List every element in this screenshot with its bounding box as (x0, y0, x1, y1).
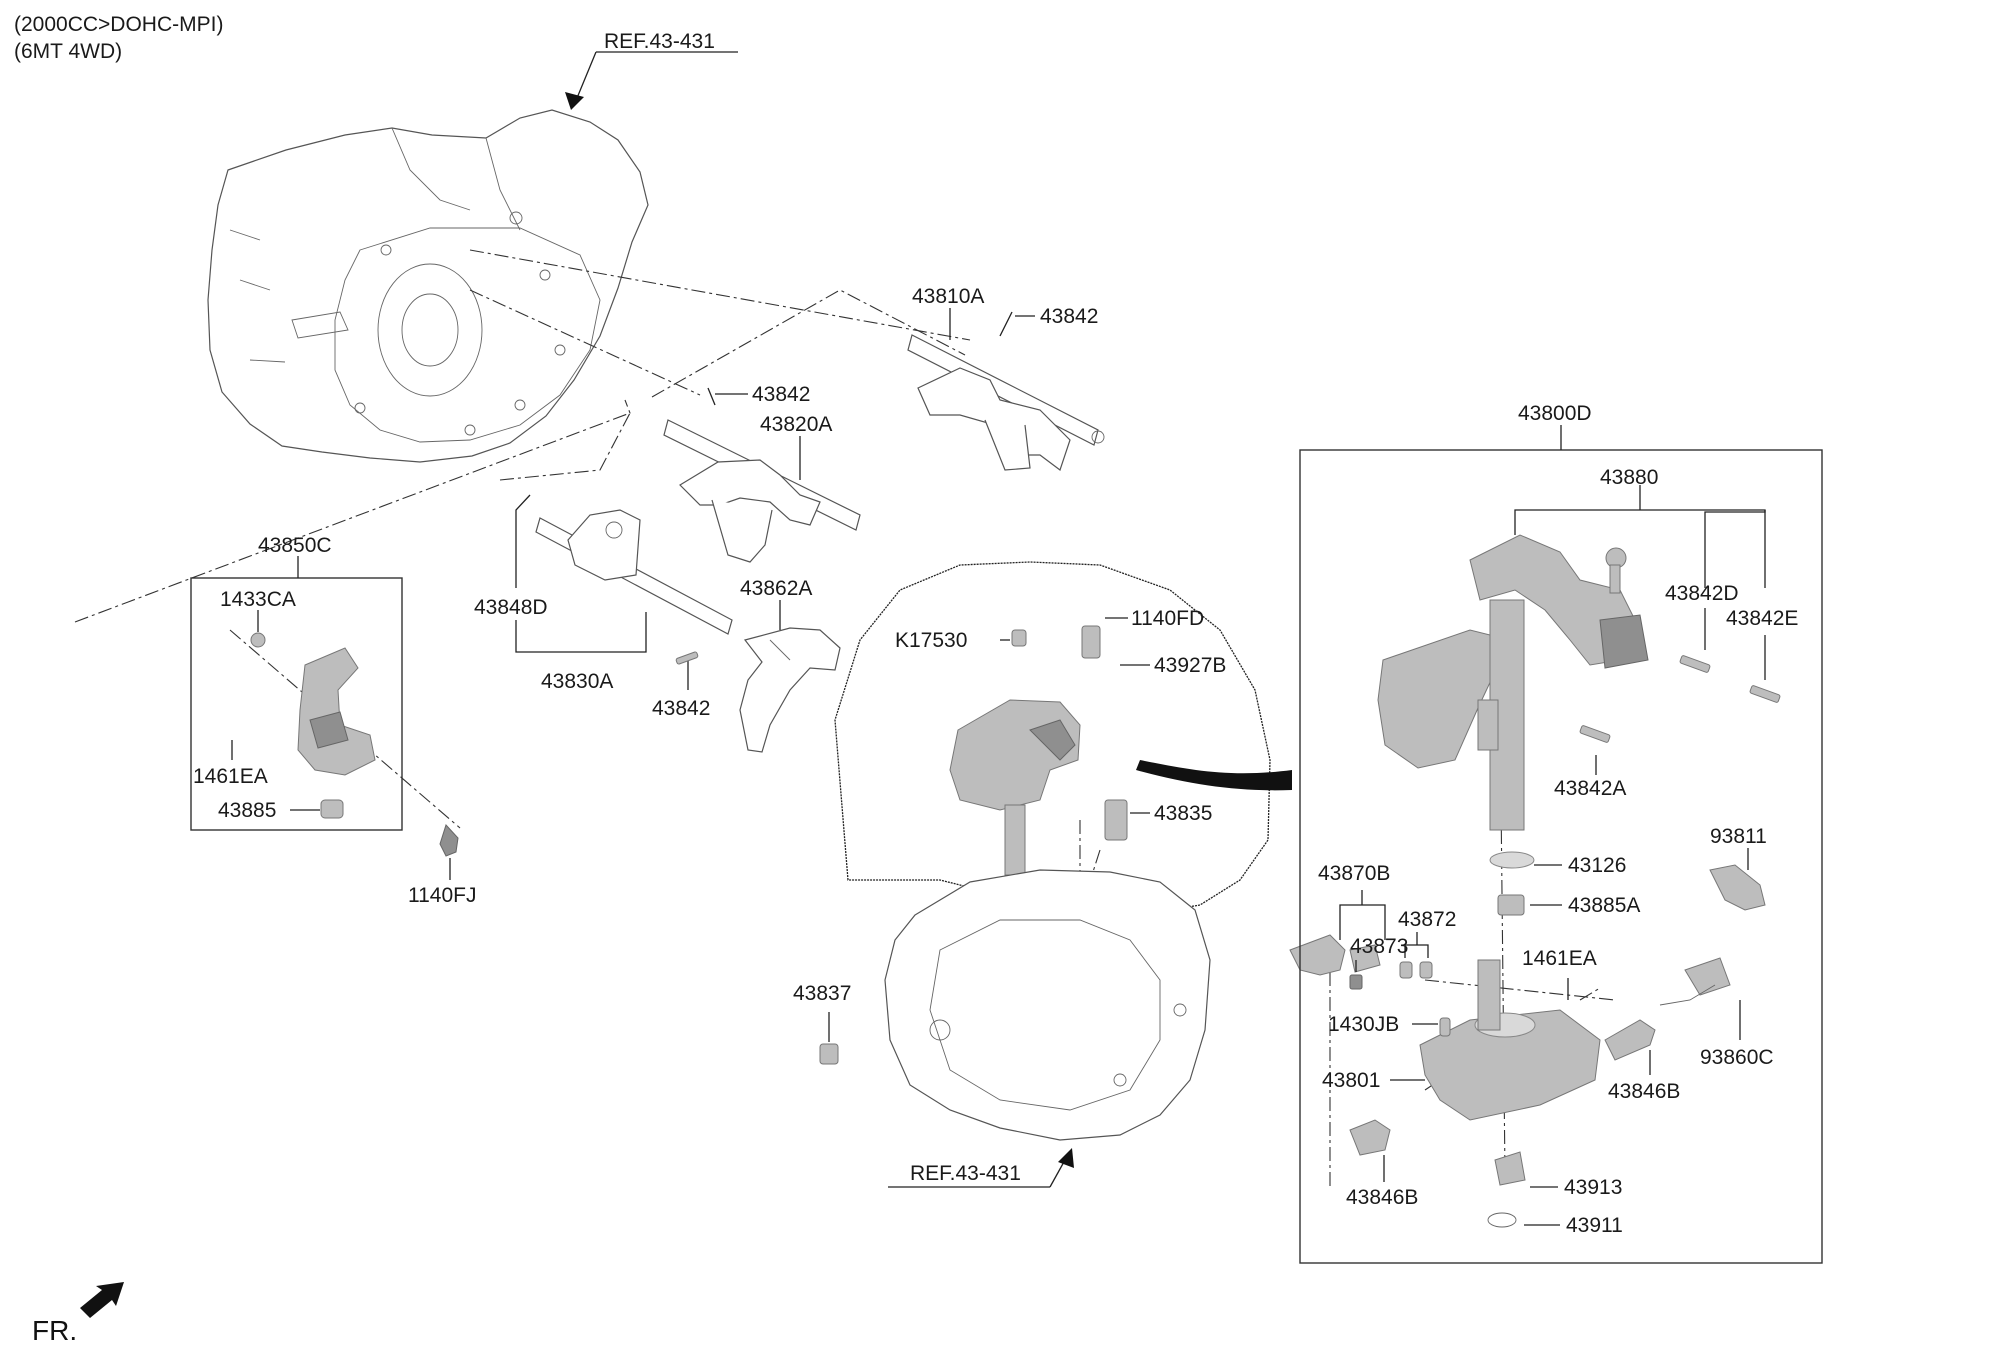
callout-43870B[interactable]: 43870B (1318, 862, 1390, 940)
group-box-43850C (190, 577, 403, 831)
shift-rail-43810A (907, 334, 1105, 471)
callout-1461EA-left[interactable]: 1461EA (193, 740, 268, 788)
callout-K17530[interactable]: K17530 (895, 629, 1027, 652)
callout-43801[interactable]: 43801 (1322, 1069, 1425, 1092)
label-43800D: 43800D (1518, 402, 1592, 425)
label-43842-top: 43842 (1040, 305, 1098, 328)
shift-fork-43862A (739, 627, 841, 753)
callout-43913[interactable]: 43913 (1530, 1176, 1622, 1199)
front-direction-indicator: FR. (32, 1282, 124, 1346)
ref-bottom-label: REF.43-431 (910, 1162, 1021, 1185)
callout-43842A[interactable]: 43842A (1554, 725, 1626, 800)
label-43810A: 43810A (912, 285, 984, 308)
callout-1461EA-right[interactable]: 1461EA (1522, 947, 1597, 1000)
callout-43842E[interactable]: 43842E (1726, 607, 1798, 703)
transmission-spec: (6MT 4WD) (14, 40, 122, 63)
label-K17530: K17530 (895, 629, 967, 652)
callout-43835[interactable]: 43835 (1130, 802, 1212, 825)
engine-spec: (2000CC>DOHC-MPI) (14, 13, 223, 36)
label-43846B-right: 43846B (1608, 1080, 1680, 1103)
shift-lever-43850C-art (250, 632, 459, 857)
label-43846B-left: 43846B (1346, 1186, 1418, 1209)
label-43885A: 43885A (1568, 894, 1640, 917)
callout-43848D[interactable]: 43848D (474, 494, 548, 619)
ref-top-label: REF.43-431 (604, 30, 715, 53)
label-43927B: 43927B (1154, 654, 1226, 677)
transmission-case-top (207, 109, 649, 463)
label-43880: 43880 (1600, 466, 1658, 489)
callout-1430JB[interactable]: 1430JB (1328, 1013, 1438, 1036)
shift-cover-43801-art (1289, 934, 1656, 1228)
front-arrow-icon (80, 1282, 124, 1318)
callout-43837[interactable]: 43837 (793, 982, 851, 1042)
label-43820A: 43820A (760, 413, 832, 436)
callout-43830A[interactable]: 43830A (515, 612, 647, 693)
label-43801: 43801 (1322, 1069, 1380, 1092)
callout-43842-mid[interactable]: 43842 (707, 383, 810, 406)
callout-43820A[interactable]: 43820A (760, 413, 832, 480)
callout-43846B-right[interactable]: 43846B (1608, 1050, 1680, 1103)
callout-43880[interactable]: 43880 (1514, 466, 1766, 588)
label-43870B: 43870B (1318, 862, 1390, 885)
label-43862A: 43862A (740, 577, 812, 600)
label-1140FJ: 1140FJ (408, 884, 477, 907)
callout-43850C[interactable]: 43850C (258, 534, 332, 578)
callout-43885A[interactable]: 43885A (1530, 894, 1640, 917)
callout-43927B[interactable]: 43927B (1120, 654, 1226, 677)
label-43842A: 43842A (1554, 777, 1626, 800)
label-1430JB: 1430JB (1328, 1013, 1399, 1036)
callout-93811[interactable]: 93811 (1710, 825, 1767, 870)
callout-1140FJ[interactable]: 1140FJ (408, 858, 477, 907)
callout-43873[interactable]: 43873 (1350, 935, 1408, 972)
label-1140FD: 1140FD (1131, 607, 1204, 630)
label-43850C: 43850C (258, 534, 332, 557)
sensor-93860C-art (1659, 864, 1766, 1006)
label-43885: 43885 (218, 799, 276, 822)
label-43842-low: 43842 (652, 697, 710, 720)
label-93811: 93811 (1710, 825, 1767, 848)
label-43842E: 43842E (1726, 607, 1798, 630)
label-43913: 43913 (1564, 1176, 1622, 1199)
label-43837: 43837 (793, 982, 851, 1005)
callout-43885[interactable]: 43885 (218, 799, 320, 822)
callout-43872[interactable]: 43872 (1398, 908, 1456, 958)
transmission-case-bottom (884, 869, 1211, 1141)
callout-43842D[interactable]: 43842D (1665, 582, 1739, 673)
label-43848D: 43848D (474, 596, 548, 619)
label-43911: 43911 (1566, 1214, 1623, 1237)
label-43842-mid: 43842 (752, 383, 810, 406)
shift-control-assembly-art (949, 625, 1128, 876)
callout-43800D[interactable]: 43800D (1518, 402, 1592, 450)
callout-43842-low[interactable]: 43842 (652, 651, 710, 720)
drain-plug-43837-art (819, 1043, 839, 1065)
shift-rail-43820A (663, 419, 861, 563)
front-label: FR. (32, 1315, 77, 1346)
label-43872: 43872 (1398, 908, 1456, 931)
callout-93860C[interactable]: 93860C (1700, 1000, 1774, 1069)
label-43835: 43835 (1154, 802, 1212, 825)
callout-1433CA[interactable]: 1433CA (220, 588, 296, 632)
ref-top-callout[interactable]: REF.43-431 (565, 30, 738, 110)
callout-43911[interactable]: 43911 (1524, 1214, 1623, 1237)
callout-43842-top[interactable]: 43842 (999, 305, 1098, 337)
label-1461EA-right: 1461EA (1522, 947, 1597, 970)
label-43842D: 43842D (1665, 582, 1739, 605)
shift-rail-43830A (535, 509, 733, 635)
label-1433CA: 1433CA (220, 588, 296, 611)
label-43873: 43873 (1350, 935, 1408, 958)
label-1461EA-left: 1461EA (193, 765, 268, 788)
callout-43862A[interactable]: 43862A (740, 577, 812, 630)
ref-bottom-callout[interactable]: REF.43-431 (888, 1148, 1074, 1188)
label-43830A: 43830A (541, 670, 613, 693)
callout-1140FD[interactable]: 1140FD (1105, 607, 1204, 630)
callout-43126[interactable]: 43126 (1534, 854, 1626, 877)
label-43126: 43126 (1568, 854, 1626, 877)
label-93860C: 93860C (1700, 1046, 1774, 1069)
callout-43810A[interactable]: 43810A (912, 285, 984, 340)
shift-tower-art (1377, 534, 1649, 916)
callout-43846B-left[interactable]: 43846B (1346, 1155, 1418, 1209)
